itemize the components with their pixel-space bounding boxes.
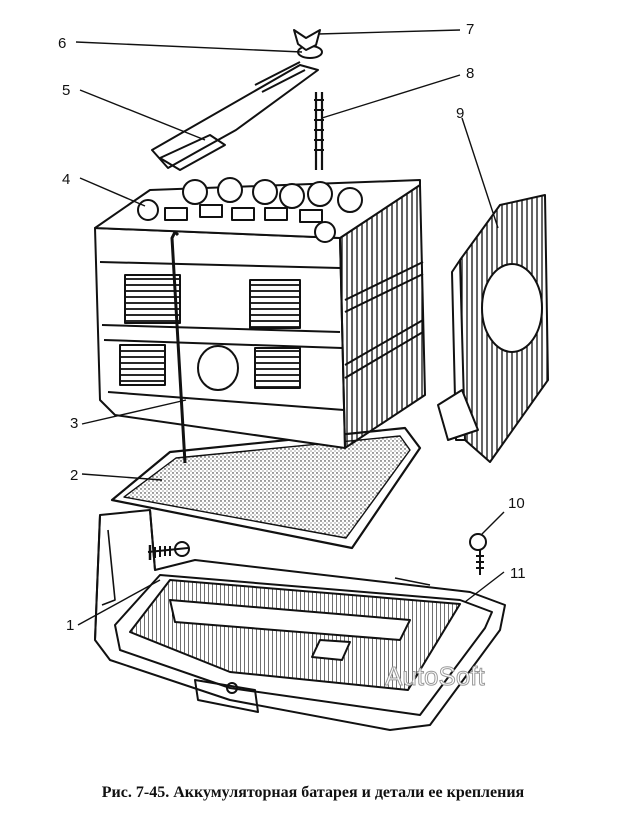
threaded-stud bbox=[314, 92, 324, 170]
watermark: AutoSoft bbox=[385, 661, 486, 691]
mounting-screw bbox=[469, 533, 487, 575]
callout-1: 1 bbox=[66, 617, 74, 634]
battery-body bbox=[94, 177, 426, 449]
callout-9: 9 bbox=[456, 105, 464, 122]
leader-lines bbox=[75, 29, 505, 626]
battery-tray bbox=[94, 509, 506, 731]
callout-10: 10 bbox=[508, 495, 525, 512]
callout-7: 7 bbox=[466, 21, 474, 38]
callout-4: 4 bbox=[62, 171, 70, 188]
callout-6: 6 bbox=[58, 35, 66, 52]
callout-11: 11 bbox=[510, 565, 526, 582]
callout-3: 3 bbox=[70, 415, 78, 432]
figure-caption: Рис. 7-45. Аккумуляторная батарея и дета… bbox=[101, 784, 525, 801]
callout-2: 2 bbox=[70, 467, 78, 484]
clamp-bar bbox=[151, 61, 319, 171]
rubber-mat bbox=[110, 426, 422, 550]
callout-5: 5 bbox=[62, 82, 70, 99]
clamp-bolt bbox=[147, 541, 190, 560]
wing-nut bbox=[293, 29, 321, 51]
callout-8: 8 bbox=[466, 65, 474, 82]
heat-shield bbox=[437, 194, 549, 463]
hold-down-rod bbox=[170, 230, 187, 464]
callout-labels: 1 2 3 4 5 6 7 8 9 10 11 bbox=[58, 21, 526, 634]
